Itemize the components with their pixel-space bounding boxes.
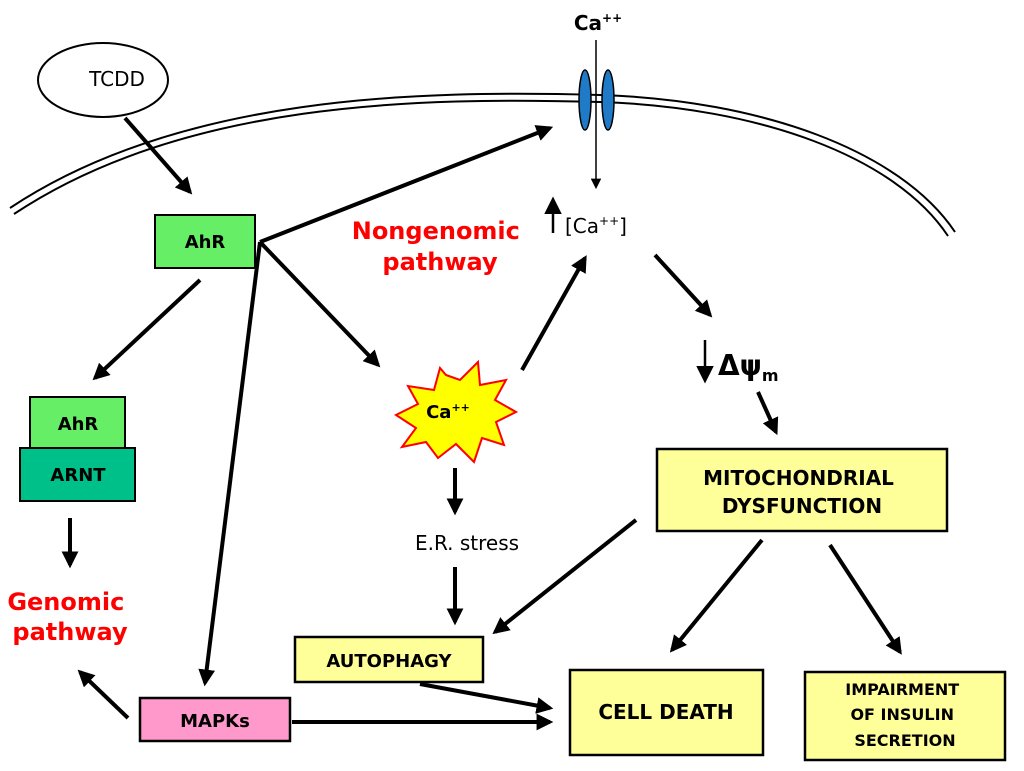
calcium-burst-shape [393, 359, 519, 464]
arnt-box [19, 447, 136, 502]
arrow-mito-to-cell-death [669, 538, 764, 653]
arrow-ahr-to-mapks [198, 241, 262, 687]
ahr-box [154, 214, 256, 269]
cell-membrane-outer [9, 92, 956, 233]
arrow-ahr-to-complex [92, 278, 202, 381]
cell-death-label: CELL DEATH [598, 700, 733, 724]
arrow-tcdd-to-ahr [123, 116, 193, 195]
calcium-channel-label: Ca++ [574, 11, 622, 35]
mitochondrial-dysfunction-label: MITOCHONDRIAL DYSFUNCTION [703, 466, 901, 518]
ahr-label: AhR [185, 232, 226, 253]
autophagy-box [293, 635, 485, 684]
genomic-pathway-label: Genomic pathway [7, 588, 132, 646]
mapks-box [138, 696, 292, 743]
insulin-impairment-label: IMPAIRMENT OF INSULIN SECRETION [845, 680, 965, 750]
arrow-mito-to-autophagy [492, 518, 638, 635]
arrow-ahr-to-membrane [259, 125, 554, 244]
calcium-channel-icon [578, 40, 615, 190]
mapks-label: MAPKs [180, 711, 250, 732]
nongenomic-pathway-label: Nongenomic pathway [352, 217, 529, 276]
mitochondrial-dysfunction-box [655, 447, 949, 533]
er-stress-label: E.R. stress [415, 531, 519, 555]
arrow-autophagy-to-cell-death [419, 682, 554, 714]
arrow-conc-to-psi [653, 253, 713, 318]
arrow-mapks-to-genomic [77, 669, 130, 720]
arrow-ca-burst-to-conc [520, 255, 587, 371]
membrane-potential-node: Δψm [696, 340, 779, 385]
calcium-burst-label: Ca++ [426, 401, 470, 423]
tcdd-node [37, 42, 169, 118]
arrow-psi-to-mito [756, 391, 779, 436]
svg-text:[Ca++]: [Ca++] [565, 214, 627, 238]
svg-text:Δψm: Δψm [718, 349, 779, 385]
insulin-impairment-box [803, 670, 1007, 762]
ahr-complex-label: AhR [58, 414, 99, 435]
arrow-mito-to-insulin [828, 543, 902, 655]
ca-concentration-node: [Ca++] [544, 196, 627, 238]
arrow-ahr-to-ca-burst [258, 240, 381, 368]
cell-death-box [568, 668, 765, 757]
arnt-label: ARNT [50, 465, 106, 486]
tcdd-label: TCDD [88, 67, 145, 91]
cell-membrane-inner [13, 99, 949, 237]
autophagy-label: AUTOPHAGY [326, 651, 452, 672]
